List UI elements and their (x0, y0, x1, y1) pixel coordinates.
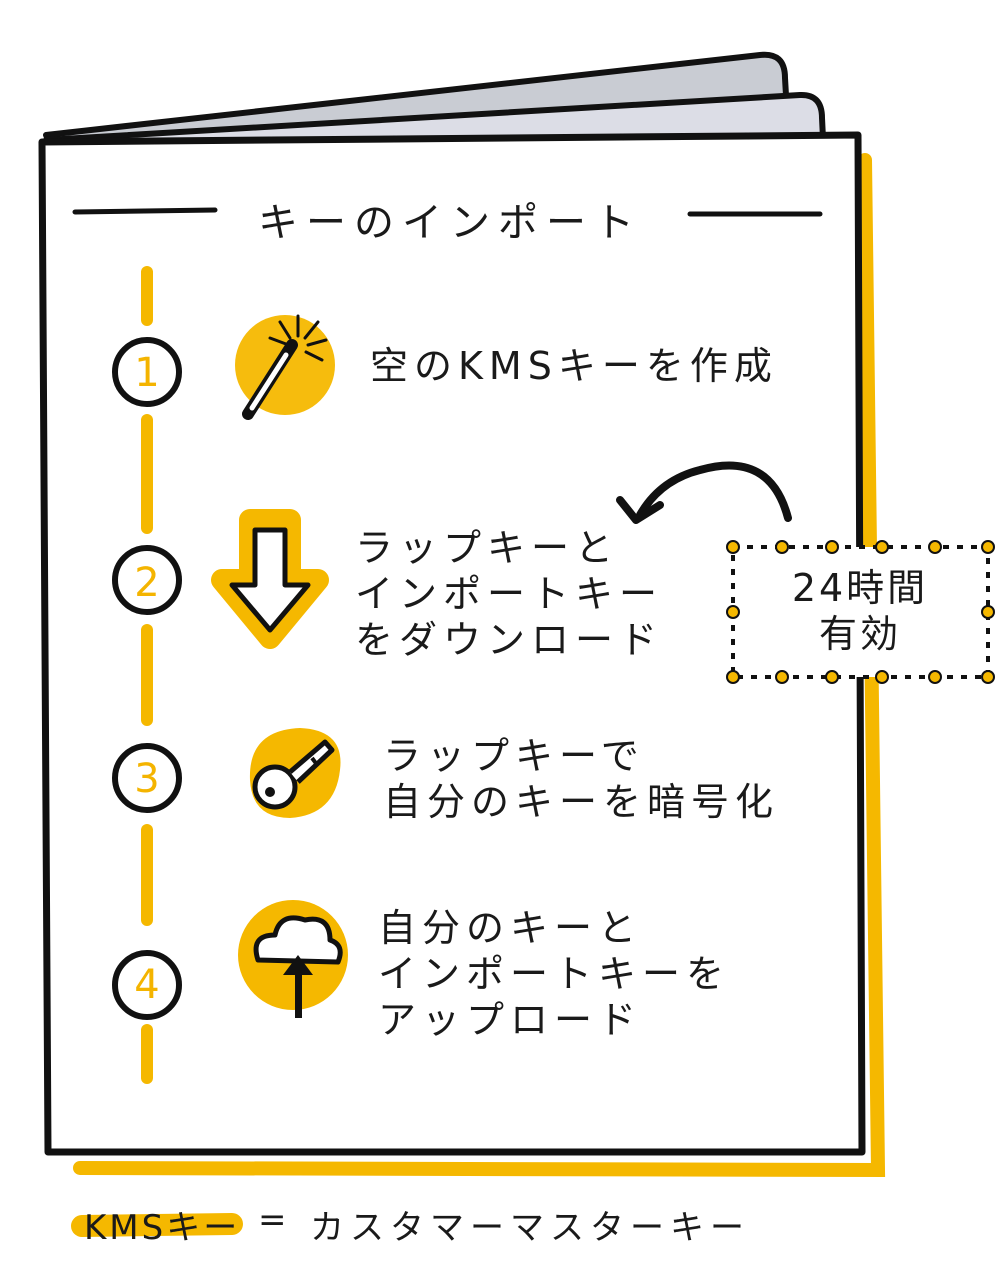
step-number-1: 1 (134, 350, 160, 396)
footer-definition: カスタマーマスターキー (310, 1208, 750, 1248)
footer-term: KMSキー (84, 1208, 241, 1248)
step-label-1: 空のKMSキーを作成 (370, 344, 778, 388)
key-icon (249, 728, 341, 818)
step-label-4: 自分のキーと インポートキーを アップロード (378, 906, 731, 1042)
step-label-3: ラップキーで 自分のキーを暗号化 (383, 734, 780, 824)
step-circle-4 (112, 950, 182, 1020)
step-number-2: 2 (134, 560, 160, 606)
validity-box (731, 545, 990, 679)
number-circles (112, 337, 182, 1020)
step-label-2: ラップキーと インポートキー をダウンロード (355, 526, 664, 662)
download-arrow-icon (211, 509, 329, 649)
footer-equals: = (258, 1200, 293, 1240)
curved-arrow (616, 461, 792, 524)
cloud-upload-icon (238, 900, 348, 1018)
footer-highlight (71, 1213, 243, 1237)
page-title: キーのインポート (258, 200, 642, 246)
step-circle-1 (112, 337, 182, 407)
step-number-3: 3 (134, 756, 160, 802)
validity-note: 24時間 有効 (791, 566, 929, 656)
validity-box-dots (726, 540, 995, 684)
step-circle-3 (112, 743, 182, 813)
step-circle-2 (112, 545, 182, 615)
magic-wand-icon (235, 314, 335, 420)
title-rule-left (72, 207, 218, 215)
page-shadow (73, 153, 886, 1178)
step-number-4: 4 (134, 962, 160, 1008)
